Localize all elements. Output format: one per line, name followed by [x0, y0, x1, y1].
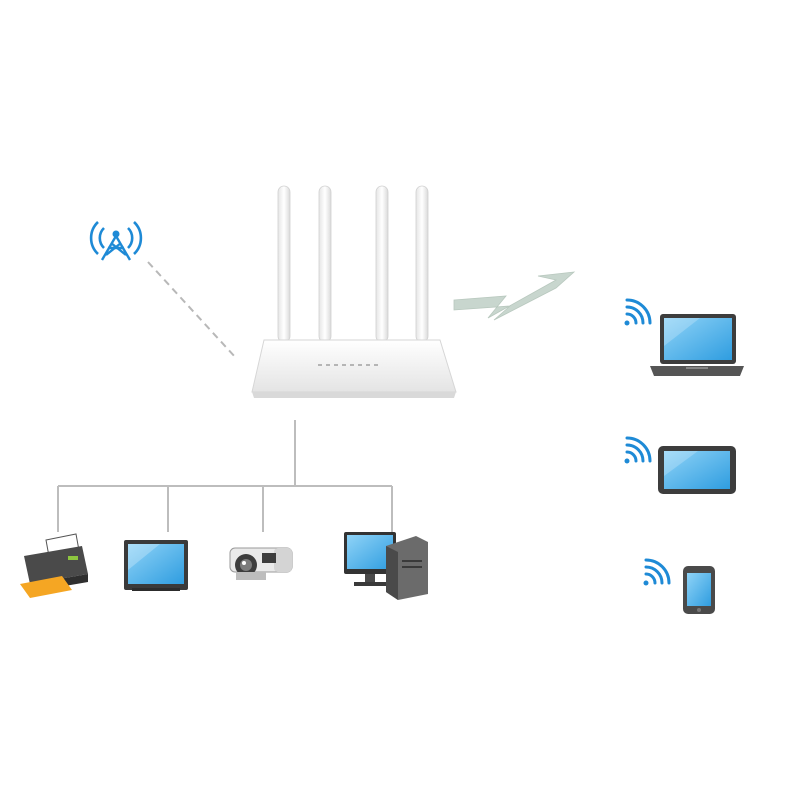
wireless-signal-zigzag [453, 271, 576, 321]
desktop-computer-icon [344, 532, 428, 600]
uplink-dashed-line [147, 261, 237, 359]
smartphone-icon [683, 566, 715, 614]
cell-tower-icon [89, 221, 143, 261]
wifi-signal-icon [643, 558, 671, 586]
router-antennas [277, 185, 429, 343]
wifi-signal-icon [624, 298, 652, 326]
tablet-icon [658, 446, 736, 494]
tv-icon [124, 540, 188, 591]
wifi-signal-icon [624, 436, 652, 464]
laptop-icon [650, 314, 744, 376]
wifi-router-icon [251, 185, 457, 398]
router-indicator-lights [318, 364, 378, 366]
wired-connection-lines [57, 420, 393, 532]
security-camera-icon [229, 547, 293, 580]
printer-icon [20, 533, 88, 598]
